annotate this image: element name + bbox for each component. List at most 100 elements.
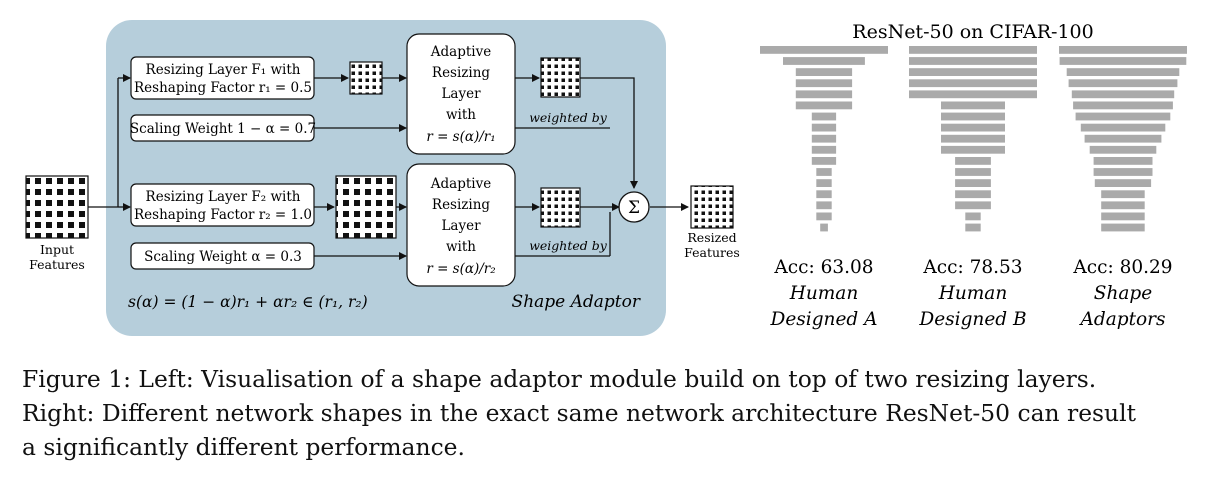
- adaptive-output-2-icon: [540, 187, 581, 228]
- figure-caption: Figure 1: Left: Visualisation of a shape…: [22, 362, 1202, 464]
- output-label-line2: Features: [684, 245, 740, 260]
- adaptive-2-line2: Resizing: [432, 197, 491, 213]
- series-name-1-line2: Designed A: [770, 309, 878, 330]
- shape-bar-2-6: [941, 101, 1005, 110]
- layer-connectors: [314, 74, 407, 260]
- resizing-layer-2-box: [130, 183, 315, 227]
- shape-bar-2-5: [909, 90, 1037, 99]
- shape-bar-1-4: [795, 79, 853, 88]
- shape-bar-1-13: [816, 179, 832, 187]
- large-feature-map-icon: [335, 175, 397, 239]
- shape-bar-3-14: [1101, 190, 1145, 199]
- shape-bar-1-14: [816, 190, 832, 199]
- accuracy-label-1: Acc: 63.08: [773, 257, 873, 278]
- caption-line-1: Figure 1: Left: Visualisation of a shape…: [22, 365, 1097, 393]
- adaptive-2-line5: r = s(α)/r₂: [426, 261, 495, 277]
- adaptive-1-line2: Resizing: [432, 65, 491, 81]
- shape-bar-1-10: [811, 145, 837, 154]
- resizing-layer-1-line1: Resizing Layer F₁ with: [146, 62, 301, 78]
- shape-bar-1-9: [811, 134, 837, 143]
- figure-graphic: Input Features Resizing Layer F₁ with Re…: [25, 20, 1187, 336]
- shape-bar-3-7: [1075, 112, 1171, 121]
- shape-bar-1-17: [820, 223, 828, 232]
- series-name-3-line1: Shape: [1094, 283, 1152, 304]
- input-connectors: [88, 74, 131, 211]
- shape-bar-3-13: [1094, 179, 1152, 187]
- adaptive-output-1-icon: [540, 57, 581, 98]
- shape-bar-3-2: [1059, 57, 1187, 65]
- shape-bar-3-15: [1101, 201, 1145, 210]
- adaptive-resizing-layer-1: [406, 33, 516, 155]
- shape-bar-1-16: [816, 212, 832, 221]
- shape-bar-2-7: [941, 112, 1005, 121]
- series-name-1-line1: Human: [789, 283, 859, 304]
- weighted-by-label-2: weighted by: [529, 238, 608, 253]
- scaling-weight-2-label: Scaling Weight α = 0.3: [144, 249, 302, 265]
- shape-bar-3-11: [1093, 157, 1153, 165]
- shape-bar-2-11: [955, 157, 991, 165]
- shape-bar-1-15: [816, 201, 832, 210]
- shape-bar-1-8: [811, 123, 837, 132]
- shape-bar-2-10: [941, 145, 1005, 154]
- caption-line-3: a significantly different performance.: [22, 433, 465, 461]
- shape-bar-3-8: [1080, 123, 1166, 132]
- adaptive-resizing-layer-2: [406, 163, 516, 287]
- shape-bar-3-6: [1073, 101, 1173, 110]
- shape-bar-1-11: [811, 157, 837, 165]
- input-label-line1: Input: [40, 242, 74, 257]
- shape-bar-2-14: [955, 190, 991, 199]
- shape-bar-2-16: [965, 212, 981, 221]
- accuracy-label-3: Acc: 80.29: [1072, 257, 1172, 278]
- series-name-3-line2: Adaptors: [1079, 309, 1166, 330]
- output-label-line1: Resized: [687, 230, 736, 245]
- series-name-2-line2: Designed B: [918, 309, 1026, 330]
- shape-bar-2-9: [941, 134, 1005, 143]
- shape-bar-3-3: [1066, 68, 1180, 76]
- module-name: Shape Adaptor: [512, 292, 641, 312]
- sum-node: [618, 191, 650, 223]
- shape-bar-1-2: [783, 57, 865, 65]
- shape-bar-3-17: [1101, 223, 1145, 232]
- caption-line-2: Right: Different network shapes in the e…: [22, 399, 1137, 427]
- shape-bar-3-5: [1071, 90, 1175, 99]
- shape-bar-3-1: [1059, 46, 1187, 54]
- small-feature-map-icon: [349, 61, 383, 95]
- shape-bar-3-4: [1068, 79, 1178, 88]
- shape-bar-2-12: [955, 168, 991, 176]
- shape-bar-2-3: [909, 68, 1037, 76]
- shape-bar-3-9: [1084, 134, 1162, 143]
- adaptive-connectors: [515, 74, 689, 257]
- scaling-weight-1-label: Scaling Weight 1 − α = 0.7: [130, 121, 316, 137]
- shape-bar-1-3: [795, 68, 853, 76]
- resizing-layer-1-line2: Reshaping Factor r₁ = 0.5: [134, 80, 312, 96]
- shape-bar-2-1: [909, 46, 1037, 54]
- resizing-layer-2-line2: Reshaping Factor r₂ = 1.0: [134, 207, 312, 223]
- shape-bar-1-5: [795, 90, 853, 99]
- shape-bar-1-6: [795, 101, 853, 110]
- shape-bar-3-16: [1101, 212, 1145, 221]
- adaptive-2-line1: Adaptive: [430, 176, 491, 192]
- chart-title: ResNet-50 on CIFAR-100: [852, 21, 1093, 43]
- shape-bar-2-8: [941, 123, 1005, 132]
- shape-bar-2-15: [955, 201, 991, 210]
- adaptive-2-line3: Layer: [441, 218, 481, 234]
- shape-bar-2-17: [965, 223, 981, 232]
- bar-chart: [760, 46, 1187, 232]
- shape-bar-2-13: [955, 179, 991, 187]
- shape-bar-2-2: [909, 57, 1037, 65]
- weighted-by-label-1: weighted by: [529, 110, 608, 125]
- adaptive-1-line1: Adaptive: [430, 44, 491, 60]
- shape-bar-3-10: [1089, 145, 1157, 154]
- resized-features-icon: [690, 185, 734, 229]
- resizing-layer-2-line1: Resizing Layer F₂ with: [146, 189, 301, 205]
- adaptive-1-line3: Layer: [441, 86, 481, 102]
- series-name-2-line1: Human: [938, 283, 1008, 304]
- shape-bar-1-1: [760, 46, 888, 54]
- shape-bar-1-12: [816, 168, 832, 176]
- shape-bar-1-7: [811, 112, 837, 121]
- adaptive-2-line4: with: [446, 239, 476, 255]
- adaptive-1-line4: with: [446, 107, 476, 123]
- shape-formula: s(α) = (1 − α)r₁ + αr₂ ∈ (r₁, r₂): [128, 293, 368, 311]
- shape-bar-3-12: [1093, 168, 1153, 176]
